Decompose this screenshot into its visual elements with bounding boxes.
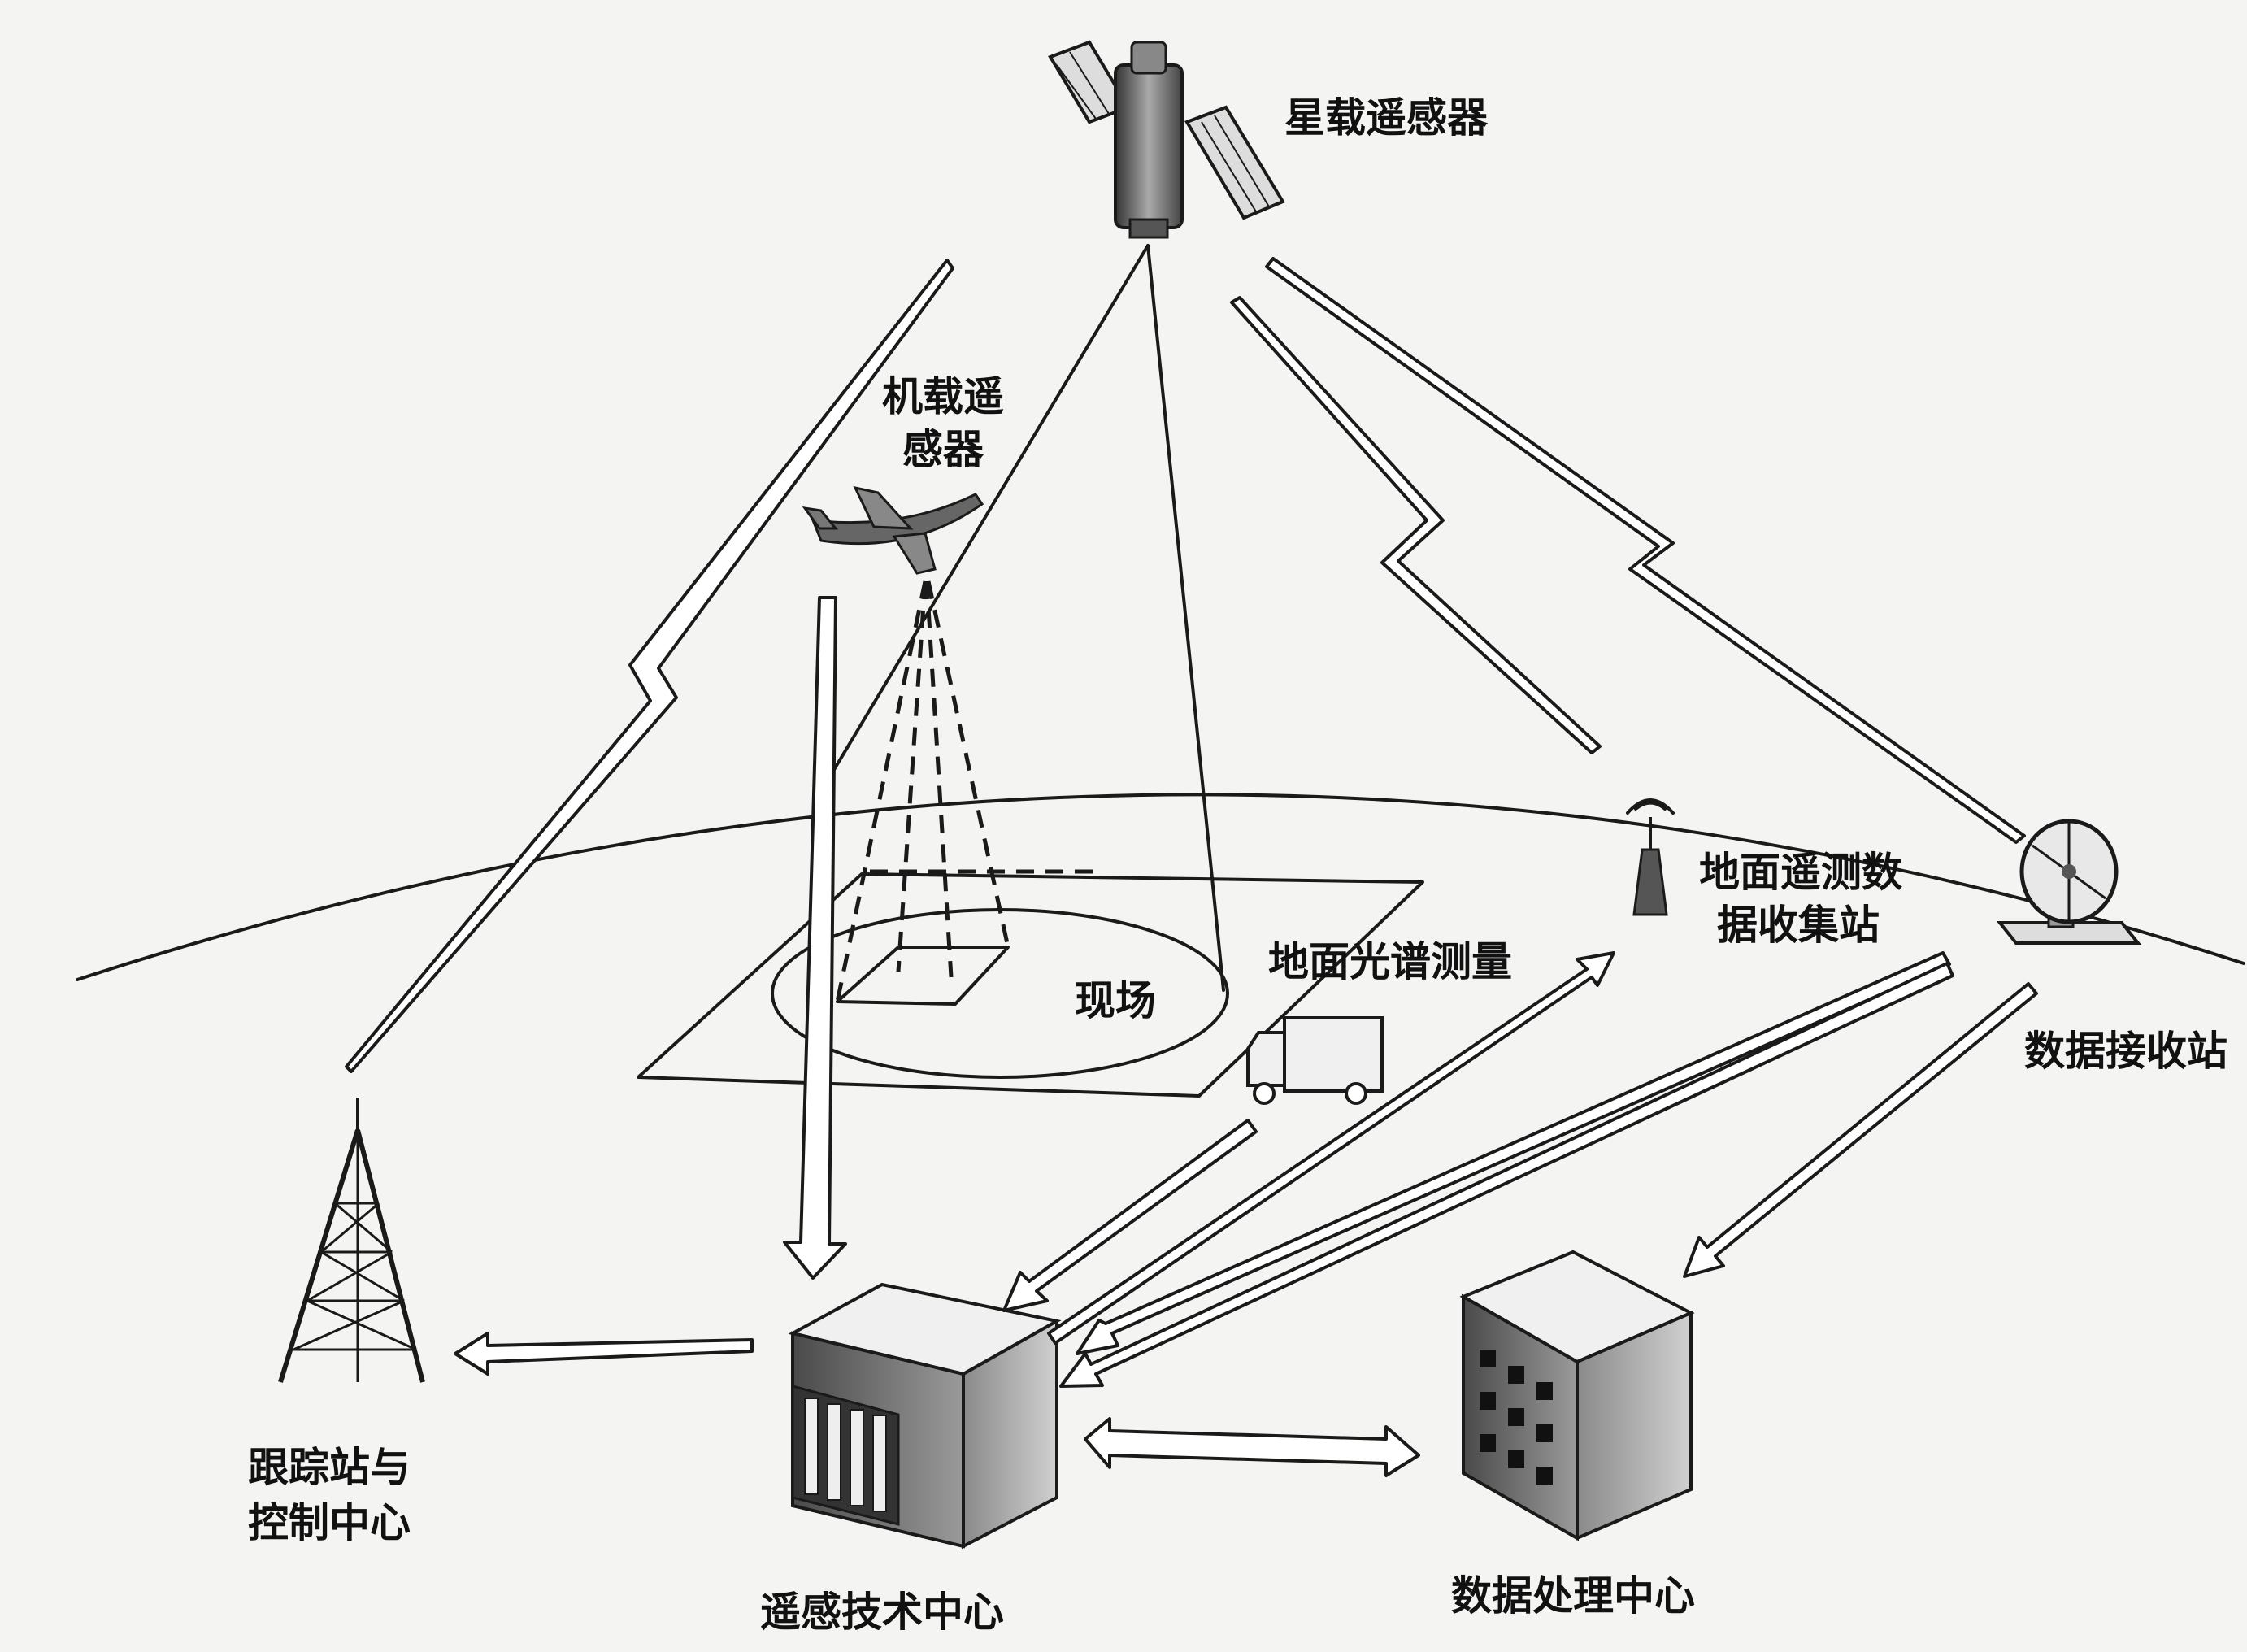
- telemetry-station-label-1: 地面遥测数: [1699, 849, 1902, 896]
- data-processing-building-icon: [1459, 1250, 1695, 1541]
- arrow-airborne-to-tech: [783, 596, 847, 1280]
- airborne-sensor-label-1: 机载遥: [882, 373, 1004, 420]
- receiving-station-label: 数据接收站: [2024, 1028, 2227, 1075]
- ground-spectral-label: 地面光谱测量: [1268, 938, 1512, 985]
- field-site-label: 现场: [1075, 977, 1156, 1024]
- telemetry-station-label-2: 据收集站: [1717, 902, 1880, 949]
- satellite-cone-right: [1146, 244, 1225, 992]
- telemetry-antenna-icon: [1626, 798, 1675, 916]
- arrow-tech-to-tracking: [454, 1332, 754, 1376]
- tracking-center-label-1: 跟踪站与: [248, 1444, 411, 1491]
- satellite-dish-icon: [1996, 819, 2142, 945]
- satellite-cone-left: [824, 244, 1150, 786]
- truck-icon: [1246, 1016, 1384, 1105]
- processing-center-label: 数据处理中心: [1451, 1572, 1695, 1619]
- arrow-telemetry-to-tech: [1076, 951, 1951, 1355]
- telemetry-signal-bolt: [1230, 296, 1602, 754]
- tech-center-building-icon: [788, 1282, 1062, 1550]
- airborne-sensor-label-2: 感器: [902, 426, 984, 473]
- earth-horizon-arc: [76, 793, 2245, 981]
- radio-tower-icon: [278, 1098, 425, 1383]
- arrow-receiving-to-processing: [1683, 982, 2038, 1278]
- satellite-icon: [1048, 40, 1285, 239]
- arrow-receiving-to-tech: [1059, 962, 1954, 1388]
- tracking-signal-bolt: [345, 259, 954, 1073]
- tech-center-label: 遥感技术中心: [760, 1589, 1004, 1636]
- airplane-icon: [802, 485, 984, 575]
- arrow-tech-processing-double: [1084, 1417, 1420, 1477]
- arrow-spectral-to-tech: [1002, 1119, 1258, 1312]
- airborne-scan-cone: [835, 580, 1093, 1006]
- arrow-tech-to-telemetry: [1047, 951, 1615, 1345]
- satellite-sensor-label: 星载遥感器: [1284, 94, 1489, 141]
- field-area-plane: [637, 872, 1424, 1098]
- tracking-center-label-2: 控制中心: [248, 1499, 411, 1546]
- receiving-signal-bolt: [1265, 257, 2026, 844]
